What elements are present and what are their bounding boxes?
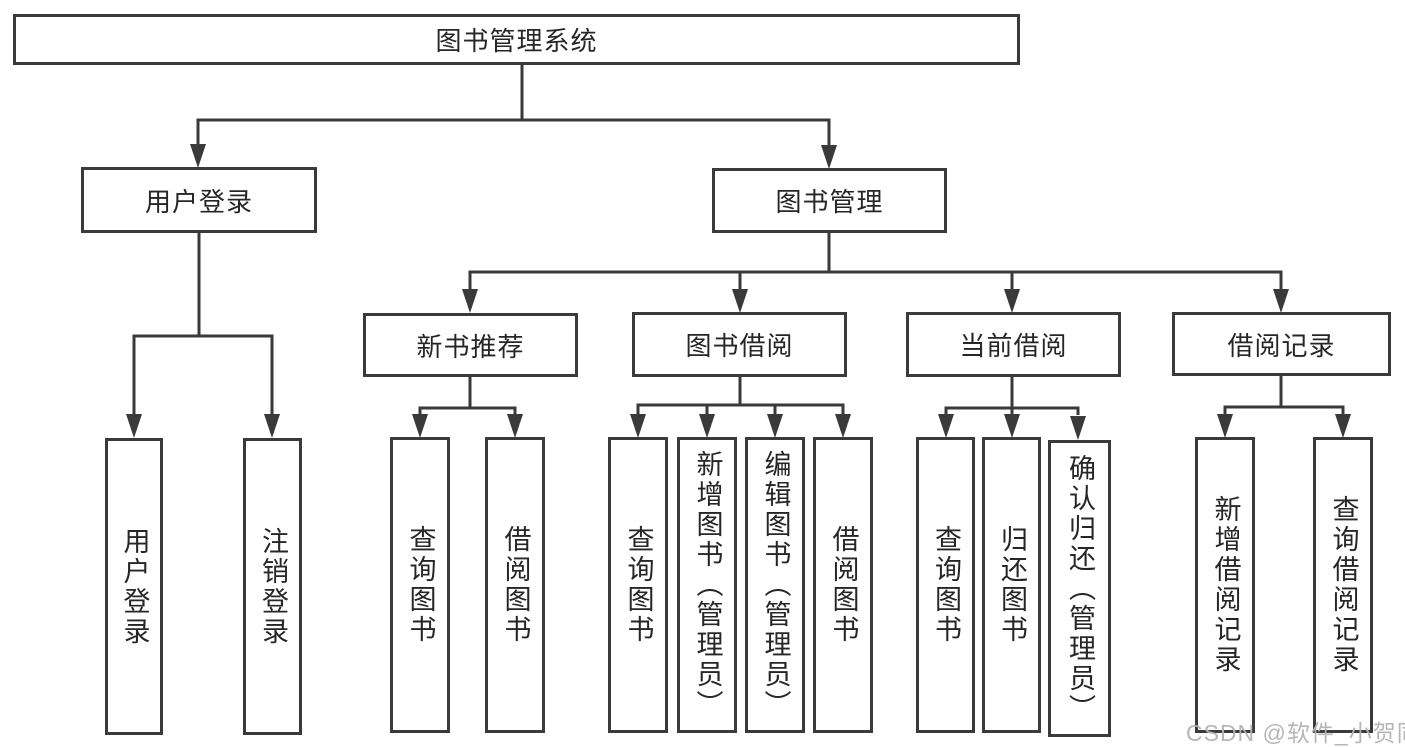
leaf-bb-edit-book-label: 编辑图书（管理员）: [760, 450, 791, 720]
leaf-br-add-record: 新增借阅记录: [1195, 437, 1255, 733]
node-user-login: 用户登录: [81, 167, 317, 233]
leaf-user-login-label: 用户登录: [119, 526, 150, 647]
arrowhead-leaf-logout: [264, 414, 280, 438]
leaf-bb-query-book: 查询图书: [608, 437, 668, 733]
user-login-bar-line: [132, 334, 274, 415]
leaf-user-login: 用户登录: [105, 438, 163, 735]
arrowhead-bb-query-book: [630, 414, 646, 438]
leaf-br-add-record-label: 新增借阅记录: [1210, 495, 1241, 675]
node-borrow-records: 借阅记录: [1172, 312, 1391, 376]
node-new-book-rec: 新书推荐: [363, 313, 578, 377]
leaf-cb-return-book-label: 归还图书: [997, 525, 1027, 645]
node-root: 图书管理系统: [13, 14, 1020, 65]
arrowhead-book-mgmt: [821, 145, 837, 169]
arrowhead-bb-add-book: [699, 414, 715, 438]
borrow-records-bar-line: [1223, 405, 1345, 415]
arrowhead-cb-query-book: [938, 414, 954, 438]
arrowhead-borrow-records: [1273, 289, 1289, 313]
node-book-mgmt: 图书管理: [712, 168, 947, 233]
leaf-cb-return-book: 归还图书: [982, 437, 1041, 733]
level3-bar-line: [468, 270, 1283, 291]
leaf-bb-add-book: 新增图书（管理员）: [677, 437, 737, 733]
leaf-bb-borrow-book: 借阅图书: [813, 437, 873, 733]
leaf-cb-confirm-return: 确认归还（管理员）: [1048, 440, 1111, 737]
arrowhead-rec-borrow-book: [507, 414, 523, 438]
leaf-cb-confirm-return-label: 确认归还（管理员）: [1065, 453, 1095, 724]
leaf-cb-query-book-label: 查询图书: [931, 525, 961, 645]
arrowhead-bb-borrow-book: [835, 414, 851, 438]
arrowhead-user-login: [190, 144, 206, 168]
arrowhead-br-add-record: [1217, 414, 1233, 438]
leaf-bb-edit-book: 编辑图书（管理员）: [745, 437, 805, 733]
node-user-login-label: 用户登录: [144, 186, 253, 217]
leaf-rec-query-book-label: 查询图书: [405, 525, 436, 645]
arrowhead-rec-query-book: [412, 414, 428, 438]
node-root-label: 图书管理系统: [435, 26, 598, 56]
leaf-br-query-record: 查询借阅记录: [1313, 437, 1373, 733]
node-borrow-records-label: 借阅记录: [1227, 330, 1336, 361]
arrowhead-cb-confirm-return: [1070, 416, 1086, 440]
leaf-rec-borrow-book: 借阅图书: [485, 437, 545, 733]
leaf-bb-query-book-label: 查询图书: [623, 525, 654, 645]
leaf-logout-label: 注销登录: [258, 526, 288, 647]
arrowhead-current-borrow: [1004, 289, 1020, 313]
node-current-borrow: 当前借阅: [906, 312, 1121, 377]
arrowhead-br-query-record: [1335, 414, 1351, 438]
level2-bar-line: [196, 118, 831, 146]
arrowhead-new-book-rec: [462, 289, 478, 313]
node-book-mgmt-label: 图书管理: [775, 187, 884, 217]
node-current-borrow-label: 当前借阅: [959, 331, 1068, 361]
level3-drop-lines: [738, 272, 1014, 291]
arrowhead-bb-edit-book: [767, 414, 783, 438]
new-book-rec-bar-line: [418, 406, 517, 415]
leaf-br-query-record-label: 查询借阅记录: [1328, 495, 1359, 675]
leaf-cb-query-book: 查询图书: [916, 437, 975, 733]
leaf-rec-borrow-book-label: 借阅图书: [500, 525, 531, 645]
leaf-bb-add-book-label: 新增图书（管理员）: [692, 450, 723, 720]
leaf-logout: 注销登录: [243, 438, 302, 735]
arrowhead-leaf-user-login: [126, 414, 142, 438]
arrowhead-book-borrow: [732, 289, 748, 313]
book-borrow-drop-lines: [705, 405, 777, 415]
node-book-borrow: 图书借阅: [632, 312, 847, 377]
arrowhead-cb-return-book: [1004, 414, 1020, 438]
csdn-watermark: CSDN @软件_小贺同学: [1186, 720, 1405, 746]
leaf-bb-borrow-book-label: 借阅图书: [828, 525, 859, 645]
node-book-borrow-label: 图书借阅: [685, 331, 794, 361]
node-new-book-rec-label: 新书推荐: [416, 331, 525, 362]
leaf-rec-query-book: 查询图书: [390, 437, 450, 733]
book-borrow-bar-line: [636, 403, 845, 415]
